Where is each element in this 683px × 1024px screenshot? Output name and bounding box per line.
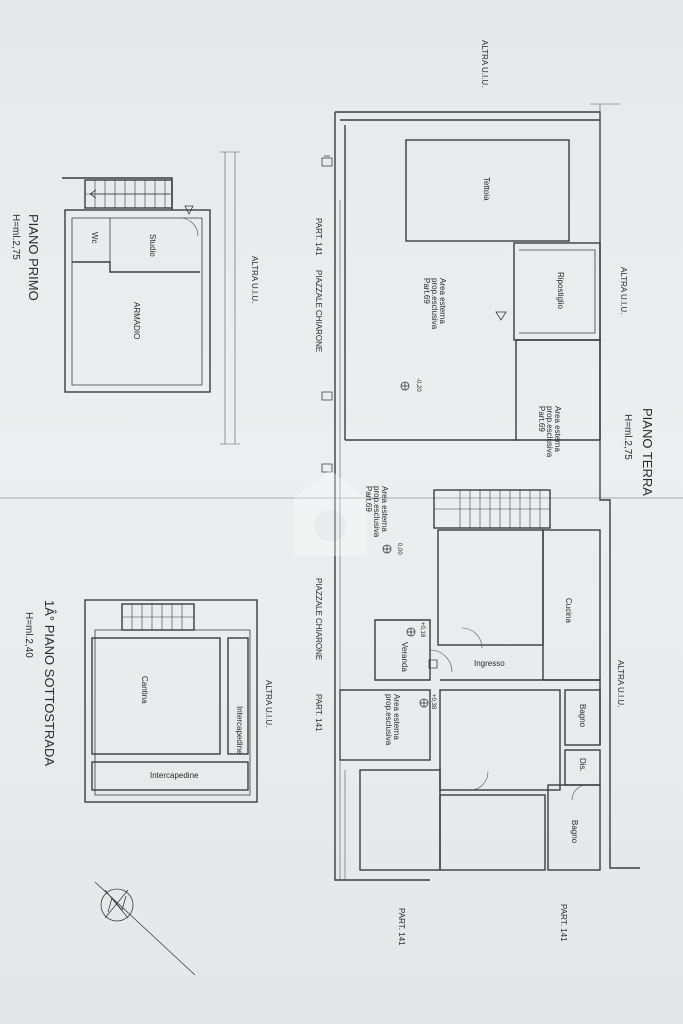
level-area: -0,20	[415, 378, 421, 392]
stair-arrow-icon	[89, 189, 170, 199]
part141-label-2: PART. 141	[314, 694, 323, 732]
altra-uiu-label-3: ALTRA U.I.U.	[619, 267, 628, 315]
cucina-label: Cucina	[564, 598, 573, 623]
watermark-logo-icon	[294, 470, 366, 556]
piano-sottostrada-height: H=ml.2,40	[23, 612, 34, 658]
part141-label-1: PART. 141	[314, 218, 323, 256]
piano-primo-title: PIANO PRIMO	[26, 214, 41, 301]
wc-label: Wc	[90, 232, 99, 244]
ripostiglio-label: Ripostiglio	[556, 272, 565, 309]
area-esterna-label-2: Area esterna prop.esclusiva Part.69	[537, 406, 562, 458]
piano-sottostrada-title: 1Â° PIANO SOTTOSTRADA	[42, 600, 57, 767]
piazzale-label-2: PIAZZALE CHIARONE	[314, 578, 323, 661]
bagno-label-2: Bagno	[570, 820, 579, 844]
level-piazzale: 0,00	[396, 543, 402, 555]
level-veranda: +0,18	[419, 622, 425, 638]
tettoia-label: Tettoia	[482, 177, 491, 201]
dis-label: Dis.	[578, 758, 587, 772]
page-fold	[0, 497, 683, 499]
part141-label-3: PART. 141	[559, 904, 568, 942]
cantina-outline	[91, 637, 221, 755]
entrance-arrow-icon	[184, 155, 507, 669]
area-esterna-label-1: Area esterna prop.esclusiva Part.69	[422, 278, 447, 330]
level-ingresso: +0,38	[430, 694, 436, 710]
tettoia-outline	[405, 139, 570, 242]
level-marker-icon	[382, 381, 429, 708]
compass-north-icon	[94, 881, 196, 976]
altra-uiu-label-5: ALTRA U.I.U.	[264, 680, 273, 728]
part141-label-4: PART. 141	[397, 908, 406, 946]
piano-terra-title: PIANO TERRA	[640, 408, 655, 496]
ingresso-label: Ingresso	[474, 659, 505, 668]
bagno-label-1: Bagno	[578, 704, 587, 728]
piazzale-label-1: PIAZZALE CHIARONE	[314, 270, 323, 353]
studio-label: Studio	[148, 234, 157, 257]
ground-floor-outline	[335, 111, 640, 869]
altra-uiu-label-4: ALTRA U.I.U.	[616, 660, 625, 708]
cantina-label: Cantina	[140, 676, 149, 704]
area-esterna-label-4: Area esterna prop.esclusiva	[384, 694, 401, 746]
first-floor-outline	[64, 209, 211, 393]
altra-uiu-label-1: ALTRA U.I.U.	[480, 40, 489, 88]
intercapedine-label-1: Intercapedine	[235, 706, 244, 755]
altra-uiu-label-2: ALTRA U.I.U.	[250, 256, 259, 304]
area-esterna-label-3: Area esterna prop.esclusiva Part.69	[364, 486, 389, 538]
armadio-label: ARMADIO	[132, 302, 141, 340]
veranda-label: Veranda	[400, 642, 409, 672]
intercapedine-label-2: Intercapedine	[150, 771, 199, 780]
piano-terra-height: H=ml.2,75	[622, 414, 633, 460]
basement-outline	[84, 599, 258, 803]
piano-primo-height: H=ml.2,75	[10, 214, 21, 260]
